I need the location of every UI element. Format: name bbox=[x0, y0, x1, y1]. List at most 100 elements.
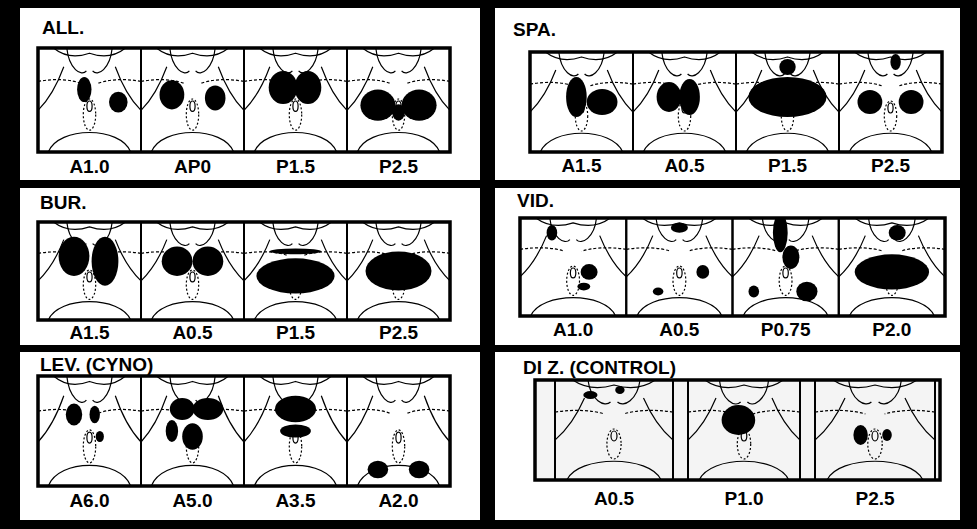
section-outline bbox=[402, 376, 422, 402]
lesion-area bbox=[890, 54, 900, 70]
ventricle-outline bbox=[87, 432, 92, 443]
section-coordinate: P2.0 bbox=[872, 320, 911, 339]
section-outline bbox=[905, 398, 935, 440]
lesion-area bbox=[160, 80, 185, 109]
strip-frame bbox=[38, 376, 450, 486]
section-frame bbox=[839, 218, 945, 316]
section-outline bbox=[299, 48, 319, 73]
lesion-area bbox=[205, 85, 226, 110]
section-frame bbox=[244, 48, 347, 152]
section-frame bbox=[688, 380, 800, 480]
section-boundary bbox=[555, 410, 673, 414]
brain-section bbox=[347, 376, 450, 486]
lesion-area bbox=[748, 77, 826, 117]
lesion-area bbox=[671, 223, 688, 233]
lesion-area bbox=[796, 282, 817, 302]
section-frame bbox=[633, 52, 736, 152]
section-outline bbox=[299, 222, 319, 245]
strip-frame bbox=[520, 218, 945, 316]
lesion-area bbox=[96, 431, 104, 442]
brain-section bbox=[839, 218, 945, 316]
section-outline bbox=[151, 302, 233, 320]
lesion-area bbox=[679, 79, 700, 115]
ventricle-outline bbox=[83, 99, 95, 130]
section-frame bbox=[38, 222, 141, 320]
section-outline bbox=[38, 396, 64, 442]
section-coordinate: A0.5 bbox=[664, 156, 704, 175]
section-coordinate: A0.5 bbox=[594, 489, 634, 508]
ventricle-outline bbox=[607, 429, 621, 459]
section-boundary bbox=[839, 82, 942, 86]
lesion-area bbox=[368, 461, 389, 479]
section-coordinate: A0.5 bbox=[172, 323, 212, 342]
brain-section bbox=[839, 52, 942, 152]
section-outline bbox=[540, 133, 622, 152]
lesion-area bbox=[779, 59, 795, 75]
section-outline bbox=[196, 222, 216, 245]
lesion-area bbox=[858, 90, 883, 114]
ventricle-outline bbox=[289, 99, 301, 130]
panel-ground bbox=[20, 352, 480, 520]
section-outline bbox=[869, 218, 889, 241]
section-outline bbox=[48, 465, 130, 486]
brain-section bbox=[38, 48, 141, 152]
ventricle-outline bbox=[83, 430, 95, 463]
ventricle-outline bbox=[868, 429, 882, 459]
brain-section bbox=[626, 218, 732, 316]
panel-ground bbox=[495, 188, 960, 345]
section-outline bbox=[347, 396, 373, 442]
section-boundary bbox=[141, 252, 244, 256]
section-outline bbox=[218, 396, 244, 442]
section-frame bbox=[839, 52, 942, 152]
lesion-area bbox=[193, 247, 224, 276]
lesion-area bbox=[59, 237, 90, 276]
section-boundary bbox=[347, 409, 450, 413]
section-outline bbox=[244, 396, 270, 442]
lesion-area bbox=[615, 386, 624, 394]
figure-panel: SPA. bbox=[495, 8, 960, 180]
section-outline bbox=[662, 52, 682, 76]
section-frame bbox=[38, 376, 141, 486]
section-outline bbox=[637, 298, 722, 316]
section-frame bbox=[626, 218, 732, 316]
section-outline bbox=[357, 302, 439, 320]
lesion-area bbox=[270, 249, 322, 255]
lesion-area bbox=[853, 425, 867, 445]
section-boundary bbox=[815, 410, 935, 414]
lesion-area bbox=[587, 89, 618, 115]
section-outline bbox=[141, 396, 167, 442]
section-frame bbox=[141, 48, 244, 152]
section-outline bbox=[196, 48, 216, 73]
lesion-area bbox=[90, 406, 100, 424]
section-outline bbox=[402, 48, 422, 73]
lesion-area bbox=[773, 218, 788, 252]
section-outline bbox=[376, 48, 396, 73]
brain-section bbox=[347, 48, 450, 152]
section-outline bbox=[151, 465, 233, 486]
lesion-area bbox=[280, 424, 311, 437]
section-outline bbox=[170, 222, 190, 245]
section-boundary bbox=[38, 252, 141, 256]
strip-frame bbox=[535, 380, 940, 480]
strip-ground bbox=[535, 380, 940, 480]
section-outline bbox=[376, 376, 396, 402]
section-outline bbox=[868, 52, 888, 76]
lesion-area bbox=[109, 92, 128, 113]
section-outline bbox=[555, 398, 585, 440]
section-outline bbox=[254, 133, 336, 153]
section-outline bbox=[733, 236, 760, 277]
section-frame bbox=[38, 48, 141, 152]
lesion-area bbox=[256, 258, 334, 293]
lesion-area bbox=[182, 423, 203, 449]
section-outline bbox=[321, 67, 347, 111]
ventricle-outline bbox=[677, 268, 682, 278]
ventricle-outline bbox=[570, 268, 575, 278]
ventricle-outline bbox=[190, 101, 195, 111]
section-outline bbox=[38, 67, 64, 111]
section-coordinate: A1.0 bbox=[69, 157, 109, 176]
section-outline bbox=[688, 52, 708, 76]
panel-title: DI Z. (CONTROL) bbox=[523, 358, 676, 377]
ventricle-outline bbox=[783, 268, 788, 278]
section-coordinate: A0.5 bbox=[659, 320, 699, 339]
section-outline bbox=[48, 302, 130, 320]
